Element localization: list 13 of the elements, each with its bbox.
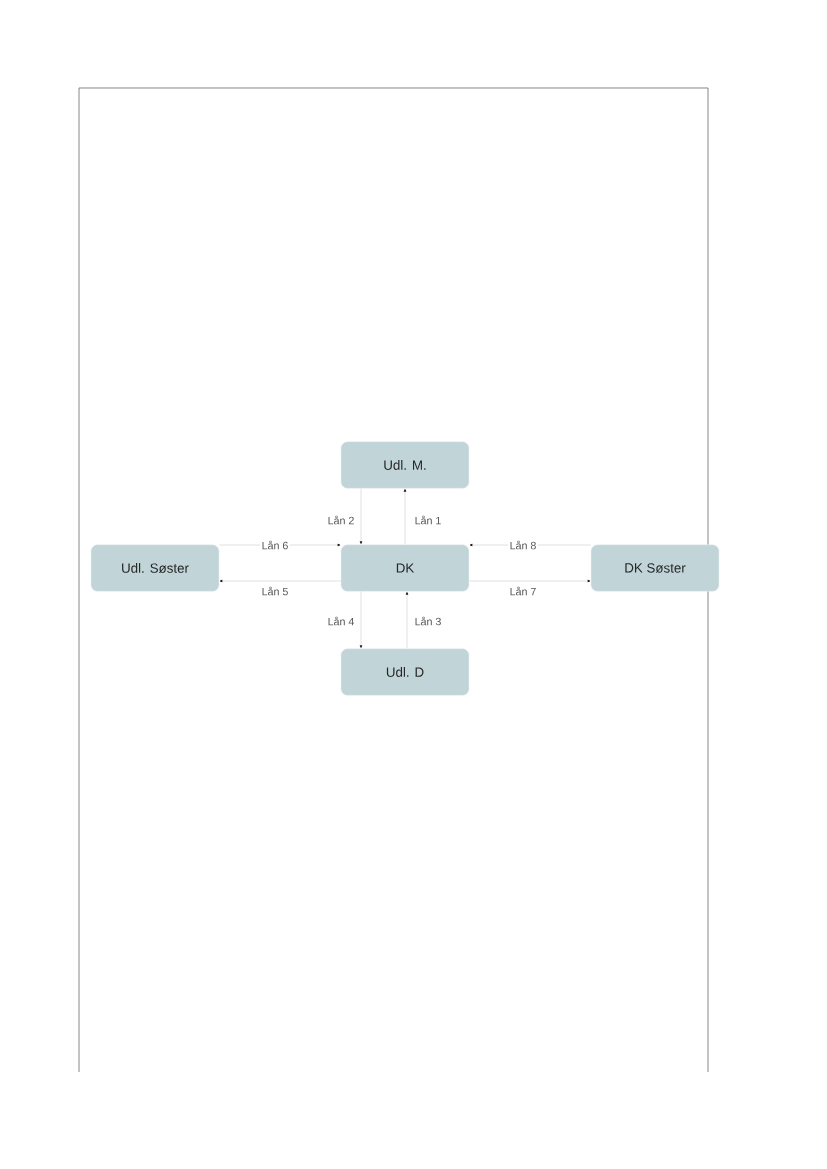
edge-label: Lån 1 xyxy=(413,514,443,526)
process-box: Udl. M. xyxy=(340,441,470,489)
process-box: DK Søster xyxy=(590,544,720,592)
edge-label: Lån 6 xyxy=(260,539,290,551)
edge-label: Lån 5 xyxy=(260,585,290,597)
edge-label: Lån 8 xyxy=(508,539,538,551)
process-box: Udl. D xyxy=(340,648,470,696)
edge-label: Lån 4 xyxy=(326,615,356,627)
edge-label: Lån 2 xyxy=(326,514,356,526)
process-box: Udl. Søster xyxy=(90,544,220,592)
process-box: DK xyxy=(340,544,470,592)
edge-label: Lån 7 xyxy=(508,585,538,597)
edge-label: Lån 3 xyxy=(413,615,443,627)
